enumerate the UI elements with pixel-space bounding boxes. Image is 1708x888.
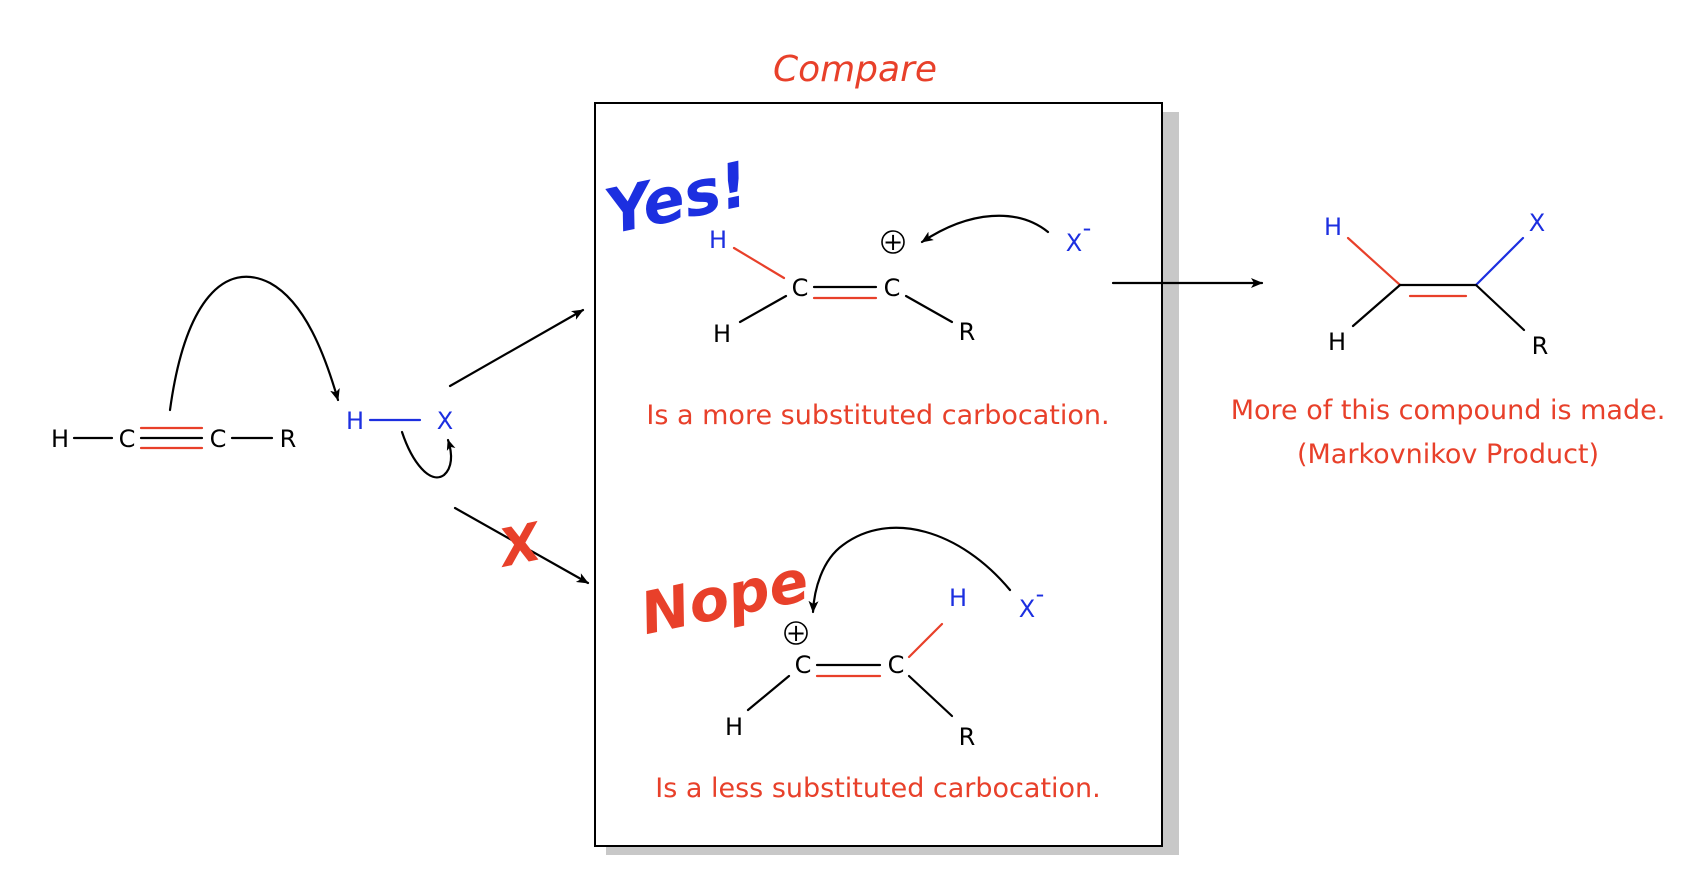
nope-h-c-bond-new [907, 622, 944, 659]
yes-c2: C [884, 274, 901, 302]
hx-cleavage-arrow [400, 430, 456, 479]
yes-caption: Is a more substituted carbocation. [646, 400, 1109, 431]
product-caption-line2: (Markovnikov Product) [1297, 439, 1599, 470]
compare-box [594, 102, 1163, 847]
nope-h-c-bond [746, 674, 791, 712]
product-h-c-bond-new [1346, 236, 1402, 287]
yes-h-c-bond-new [732, 246, 786, 280]
yes-h-c-bond [738, 294, 788, 324]
nope-r: R [959, 723, 976, 751]
nope-carbocation: C C H H R + [725, 584, 975, 751]
product-c-x-bond [1474, 236, 1525, 287]
yes-positive-charge [881, 230, 905, 254]
nope-positive-charge [784, 621, 808, 645]
alkyne-c2: C [210, 425, 227, 453]
yes-h-bottom: H [713, 320, 731, 348]
yes-c-r-bond [904, 294, 954, 324]
nope-nucleophile: X [1019, 595, 1035, 623]
hx-reagent: H X [346, 407, 453, 435]
product-r: R [1532, 332, 1549, 360]
product-alkene: H X H R [1324, 209, 1548, 360]
nope-branch-arrow [453, 506, 590, 585]
product-h-c-bond [1351, 283, 1402, 328]
yes-charge-sign: + [883, 228, 903, 256]
alkyne-h: H [51, 425, 69, 453]
product-c-r-bond [1474, 283, 1526, 332]
hx-x: X [437, 407, 453, 435]
yes-nucleophile: X [1066, 229, 1082, 257]
yes-carbocation: H C C H R + [709, 226, 975, 348]
product-h-top: H [1324, 213, 1342, 241]
yes-branch-arrow [448, 308, 585, 388]
product-h-bottom: H [1328, 328, 1346, 356]
nope-h-top: H [949, 584, 967, 612]
nope-charge-sign: + [786, 619, 806, 647]
nope-caption: Is a less substituted carbocation. [655, 773, 1101, 804]
product-x: X [1529, 209, 1545, 237]
alkyne-reactant: H C C R [51, 425, 296, 453]
product-caption-line1: More of this compound is made. [1231, 395, 1666, 426]
nope-c1: C [795, 651, 812, 679]
alkyne-attack-arrow [168, 275, 340, 412]
yes-c1: C [792, 274, 809, 302]
yes-attack-arrow [920, 214, 1050, 244]
yes-h-top: H [709, 226, 727, 254]
yes-nucleophile-charge: - [1083, 214, 1092, 242]
hx-h: H [346, 407, 364, 435]
nope-h-left: H [725, 713, 743, 741]
compare-title: Compare [773, 49, 937, 90]
blocked-mark: X [491, 512, 548, 580]
nope-nucleophile-charge: - [1036, 580, 1045, 608]
nope-c2: C [888, 651, 905, 679]
nope-attack-arrow [808, 526, 1012, 614]
yes-r: R [959, 318, 976, 346]
nope-c-r-bond [907, 674, 954, 718]
alkyne-c1: C [119, 425, 136, 453]
alkyne-r: R [280, 425, 297, 453]
